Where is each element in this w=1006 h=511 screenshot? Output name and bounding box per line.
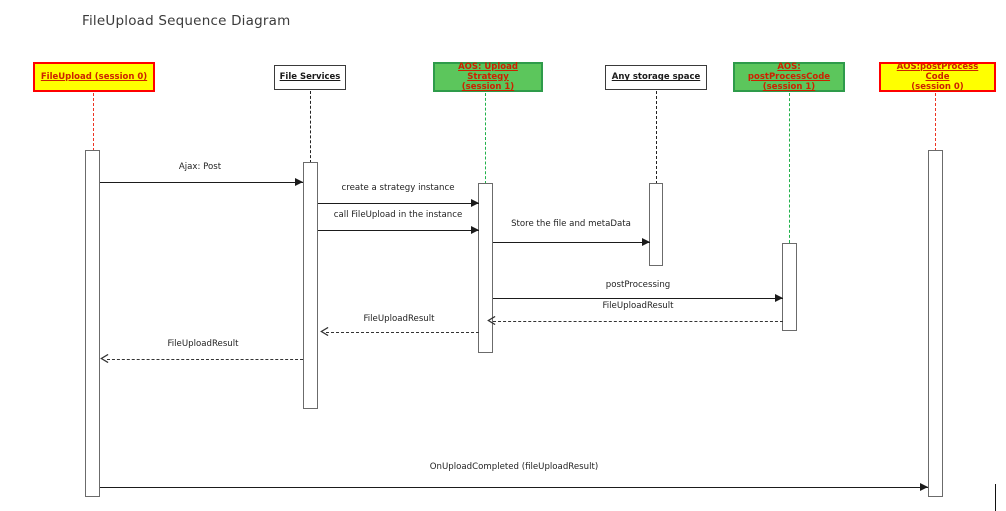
message-label-postprocessing: postProcessing bbox=[605, 280, 671, 290]
message-line-onuploadcompleted bbox=[100, 487, 928, 488]
message-line-ajax-post bbox=[100, 182, 303, 183]
participant-storage-space[interactable]: Any storage space bbox=[605, 65, 707, 90]
lifeline-postprocesscode-session1 bbox=[789, 93, 790, 243]
participant-upload-strategy-label: AOS: Upload Strategy (session 1) bbox=[458, 61, 518, 93]
activation-storage-space bbox=[649, 183, 663, 266]
message-line-postprocessing bbox=[493, 298, 783, 299]
arrow-head-postprocessing bbox=[775, 294, 783, 302]
activation-upload-strategy bbox=[478, 183, 493, 353]
message-label-create-strategy-instance: create a strategy instance bbox=[341, 183, 455, 193]
message-line-fileuploadresult-to-fileupload bbox=[107, 359, 303, 360]
participant-fileupload[interactable]: FileUpload (session 0) bbox=[33, 62, 155, 92]
message-label-call-fileupload: call FileUpload in the instance bbox=[333, 210, 463, 220]
activation-file-services bbox=[303, 162, 318, 409]
arrow-head-ajax-post bbox=[295, 178, 303, 186]
participant-postprocesscode-session1[interactable]: AOS: postProcessCode (session 1) bbox=[733, 62, 845, 92]
message-label-onuploadcompleted: OnUploadCompleted (fileUploadResult) bbox=[429, 462, 599, 472]
arrow-head-fileuploadresult-to-fileupload bbox=[100, 354, 109, 363]
activation-postprocesscode-session1 bbox=[782, 243, 797, 331]
arrow-head-call-fileupload bbox=[471, 226, 479, 234]
arrow-head-fileuploadresult-from-postprocess bbox=[487, 316, 496, 325]
message-label-fileuploadresult-to-fileupload: FileUploadResult bbox=[167, 339, 239, 349]
participant-postprocesscode-session0[interactable]: AOS:postProcess Code (session 0) bbox=[879, 62, 996, 92]
participant-postprocesscode-session0-label: AOS:postProcess Code (session 0) bbox=[896, 61, 979, 93]
participant-postprocesscode-session1-label: AOS: postProcessCode (session 1) bbox=[747, 61, 831, 93]
activation-fileupload bbox=[85, 150, 100, 497]
activation-postprocesscode-session0 bbox=[928, 150, 943, 497]
lifeline-storage-space bbox=[656, 91, 657, 184]
participant-upload-strategy[interactable]: AOS: Upload Strategy (session 1) bbox=[433, 62, 543, 92]
message-line-fileuploadresult-from-postprocess bbox=[493, 321, 783, 322]
arrow-head-onuploadcompleted bbox=[920, 483, 928, 491]
arrow-head-fileuploadresult-to-file-services bbox=[320, 327, 329, 336]
message-label-store-file-metadata: Store the file and metaData bbox=[511, 219, 631, 229]
message-line-create-strategy-instance bbox=[318, 203, 479, 204]
message-label-fileuploadresult-to-file-services: FileUploadResult bbox=[363, 314, 435, 324]
diagram-edge-tick bbox=[995, 484, 996, 511]
arrow-head-create-strategy-instance bbox=[471, 199, 479, 207]
lifeline-postprocesscode-session0 bbox=[935, 93, 936, 151]
message-label-fileuploadresult-from-postprocess: FileUploadResult bbox=[602, 301, 674, 311]
message-line-store-file-metadata bbox=[493, 242, 650, 243]
participant-fileupload-label: FileUpload (session 0) bbox=[40, 71, 148, 82]
participant-storage-space-label: Any storage space bbox=[611, 72, 701, 83]
page-title: FileUpload Sequence Diagram bbox=[82, 13, 291, 29]
lifeline-fileupload bbox=[93, 93, 94, 151]
lifeline-file-services bbox=[310, 91, 311, 163]
participant-file-services-label: File Services bbox=[279, 72, 341, 83]
participant-file-services[interactable]: File Services bbox=[274, 65, 346, 90]
arrow-head-store-file-metadata bbox=[642, 238, 650, 246]
message-line-call-fileupload bbox=[318, 230, 479, 231]
message-line-fileuploadresult-to-file-services bbox=[326, 332, 479, 333]
message-label-ajax-post: Ajax: Post bbox=[178, 162, 222, 172]
lifeline-upload-strategy bbox=[485, 93, 486, 184]
